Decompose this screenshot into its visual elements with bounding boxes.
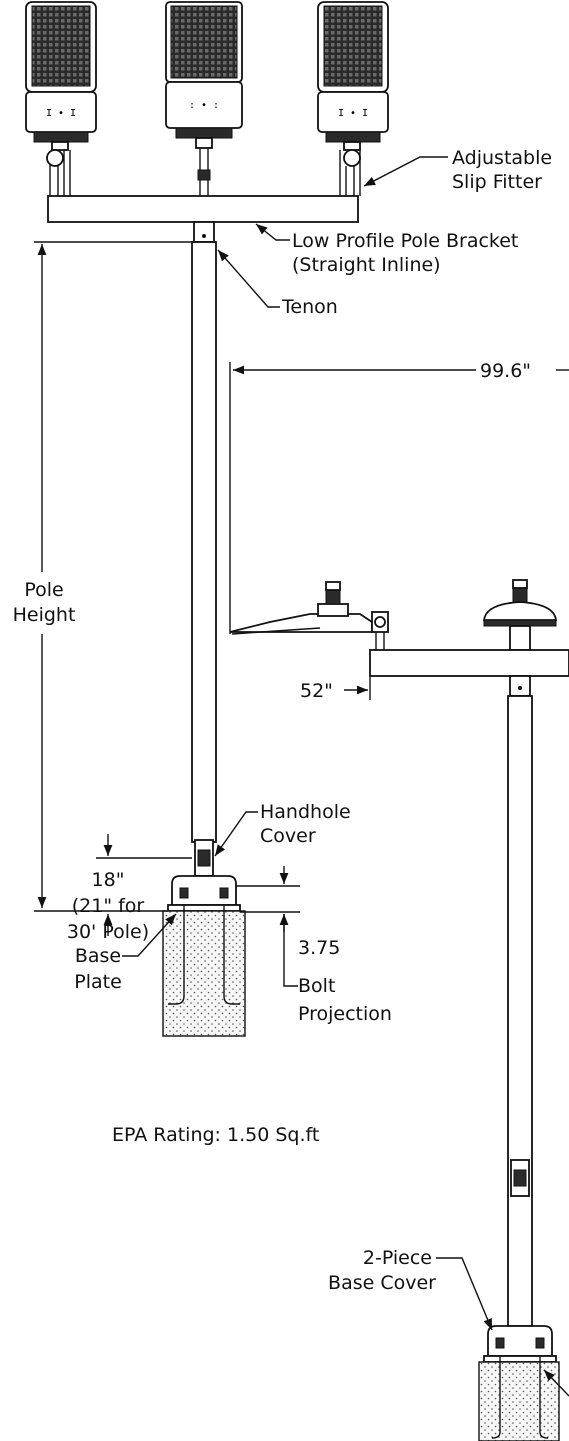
label-straight-inline: (Straight Inline): [292, 254, 441, 276]
low-profile-bracket-left: [47, 195, 359, 223]
bracket-leader: [255, 223, 290, 241]
base-cover-leader: [436, 1257, 493, 1331]
label-arm-length: 99.6": [480, 360, 531, 382]
two-piece-base-cover: [483, 1325, 557, 1363]
svg-text:I • I: I • I: [338, 108, 368, 119]
area-light-fixture-side: [229, 581, 389, 650]
svg-text:I • I: I • I: [46, 108, 76, 119]
pole-left: [191, 241, 217, 843]
label-slip-fitter: Slip Fitter: [452, 171, 542, 193]
floodlight-fixture-center: : • :: [165, 1, 243, 196]
low-profile-bracket-right: [369, 649, 569, 677]
label-plate: Plate: [74, 971, 122, 993]
base-plate-leader: [122, 913, 177, 957]
label-base-cover: Base Cover: [328, 1272, 436, 1294]
label-offset: 52": [300, 680, 333, 702]
label-height: Height: [13, 604, 76, 626]
floodlight-fixture-right: I • I: [317, 1, 389, 196]
tenon-left: [193, 221, 215, 243]
tenon-leader: [217, 249, 280, 308]
label-bolt-value: 3.75: [298, 937, 340, 959]
label-projection: Projection: [298, 1003, 392, 1025]
svg-text:: • :: : • :: [189, 100, 219, 111]
handhole-cover-right: [510, 1159, 530, 1197]
label-handhole-note-1: (21" for: [72, 895, 145, 917]
label-handhole-height: 18": [92, 869, 125, 891]
handhole-leader: [214, 811, 258, 857]
slip-fitter-leader: [363, 156, 448, 187]
base-plate-left: [167, 875, 241, 912]
anchor-bolt-leader: [543, 1369, 569, 1397]
label-low-profile: Low Profile Pole Bracket: [292, 230, 518, 252]
label-adjustable: Adjustable: [452, 147, 552, 169]
label-tenon: Tenon: [281, 296, 338, 318]
concrete-foundation-right: [478, 1356, 560, 1441]
label-pole: Pole: [24, 579, 63, 601]
label-handhole-note-2: 30' Pole): [67, 921, 149, 943]
pole-right: [507, 695, 533, 1327]
floodlight-fixture-left: I • I: [25, 1, 97, 196]
label-cover: Cover: [260, 825, 316, 847]
label-base: Base: [75, 945, 121, 967]
label-epa-rating: EPA Rating: 1.50 Sq.ft: [112, 1124, 319, 1146]
label-handhole: Handhole: [260, 801, 351, 823]
area-light-fixture-top: [482, 579, 558, 651]
label-bolt: Bolt: [298, 975, 335, 997]
label-two-piece: 2-Piece: [363, 1247, 432, 1269]
handhole-cover-left: [194, 839, 214, 877]
concrete-foundation-left: [162, 905, 246, 1037]
